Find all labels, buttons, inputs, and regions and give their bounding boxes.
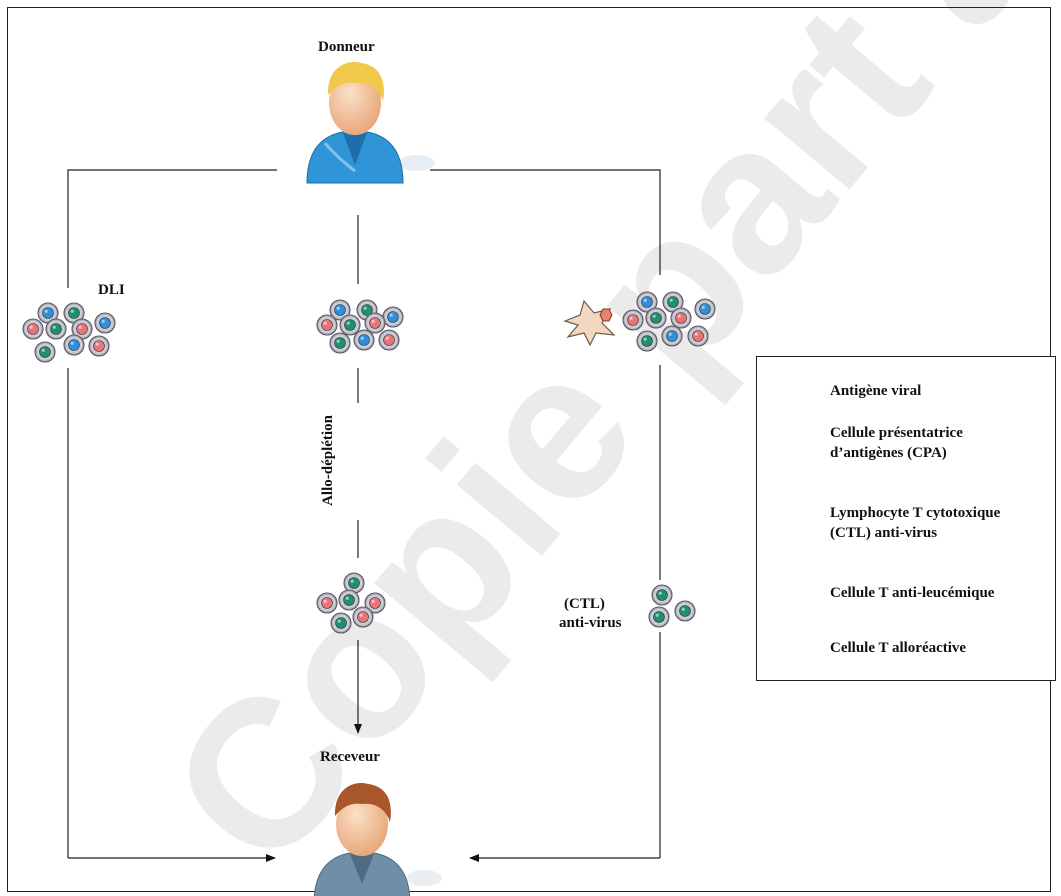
recipient-icon [313,783,442,896]
ctl-cell [338,589,360,611]
ctl-cell [330,612,352,634]
anti-leukemic-cell [316,592,338,614]
ctl-cell [45,318,67,340]
ctl-cell [329,332,351,354]
anti-leukemic-cell [352,606,374,628]
connectors [67,169,661,862]
legend-box: Antigène viral Cellule présentatrice d’a… [756,356,1056,681]
ctl-label-line1: (CTL) [564,596,605,612]
legend-apc-line2: d’antigènes (CPA) [830,445,947,461]
ctl-cell [636,330,658,352]
ctl-label-line2: anti-virus [559,615,622,631]
legend-ctl-line1: Lymphocyte T cytotoxique [830,505,1001,521]
donor-left-line [67,169,277,288]
ctl-cell [34,341,56,363]
anti-leukemic-cell [687,325,709,347]
cells-layer [22,291,802,659]
alloreactive-cell [636,291,658,313]
legend-ctl-line2: (CTL) anti-virus [830,525,938,541]
legend-apc-line1: Cellule présentatrice [830,425,963,441]
anti-leukemic-cell [364,312,386,334]
alloreactive-cell [353,329,375,351]
alloreactive-cell [382,306,404,328]
anti-leukemic-cell [670,307,692,329]
anti-leukemic-cell [316,314,338,336]
alloreactive-cell [694,298,716,320]
anti-leukemic-cell [622,309,644,331]
antigen-on-apc [599,308,613,322]
alloreactive-cell [63,334,85,356]
anti-leukemic-cell [364,592,386,614]
anti-leukemic-cell [378,329,400,351]
apc-cell-right [563,299,616,347]
anti-leukemic-cell [71,318,93,340]
alloreactive-cell [661,325,683,347]
alloreactive-cell [94,312,116,334]
donor-icon [306,62,435,184]
donor-right-line [430,169,661,275]
anti-leukemic-cell [22,318,44,340]
dli-label: DLI [98,282,125,298]
alloreactive-cell [329,299,351,321]
legend-alloreactive: Cellule T alloréactive [830,640,967,656]
anti-leukemic-cell [88,335,110,357]
donor-label: Donneur [318,39,375,55]
ctl-cell [645,307,667,329]
allo-depletion-label: Allo-déplétion [319,415,336,506]
recipient-label: Receveur [320,749,380,765]
ctl-cell [651,584,673,606]
ctl-cell [648,606,670,628]
legend-anti-leukemic: Cellule T anti-leucémique [830,585,995,601]
legend-viral-antigen: Antigène viral [830,383,922,399]
ctl-cell [674,600,696,622]
alloreactive-cell [37,302,59,324]
ctl-cell [339,314,361,336]
